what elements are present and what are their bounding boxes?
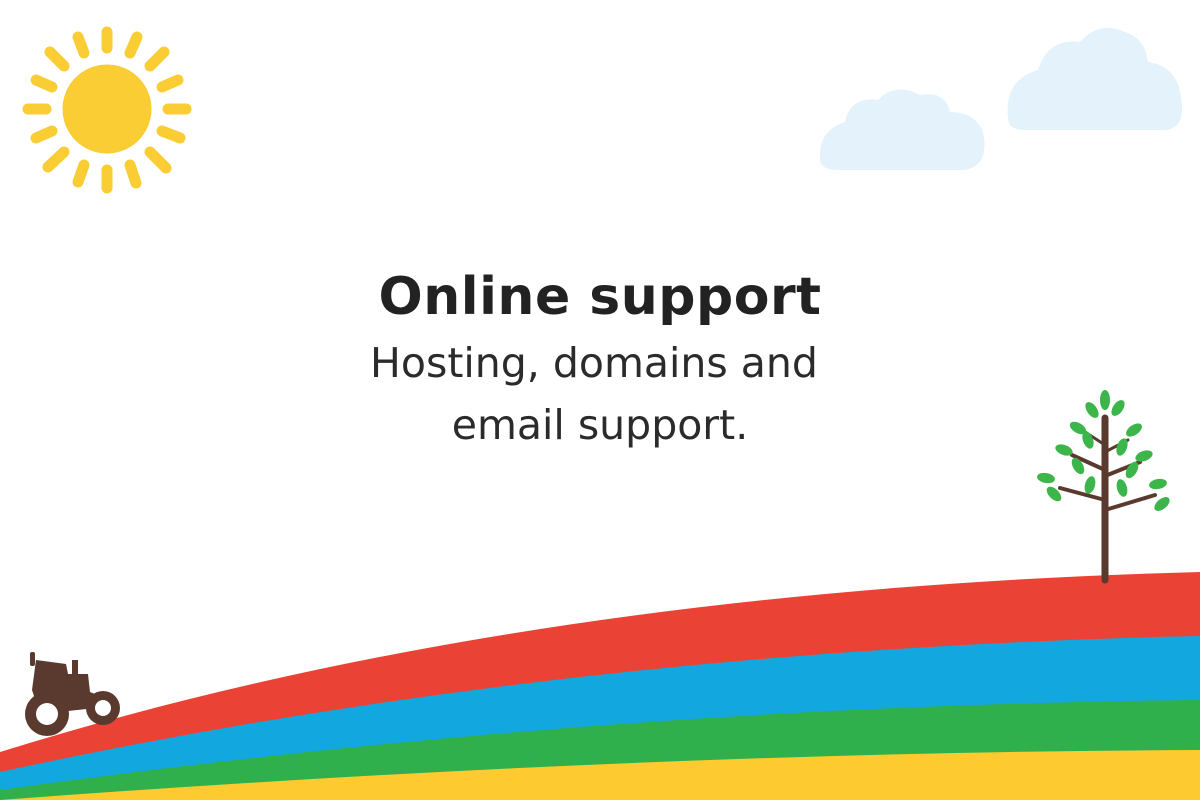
subtitle-line-1: Hosting, domains and	[370, 339, 818, 387]
rainbow-hills	[0, 572, 1200, 800]
hero-section: Online support Hosting, domains and emai…	[0, 262, 1200, 456]
subtitle-line-2: email support.	[451, 401, 749, 449]
tractor-icon	[25, 652, 120, 736]
hero-subtitle: Hosting, domains and email support.	[0, 332, 1200, 456]
page-title: Online support	[378, 267, 822, 327]
cloud-icon	[819, 27, 1183, 170]
sun-icon	[22, 26, 192, 194]
tree-icon	[1037, 390, 1170, 584]
